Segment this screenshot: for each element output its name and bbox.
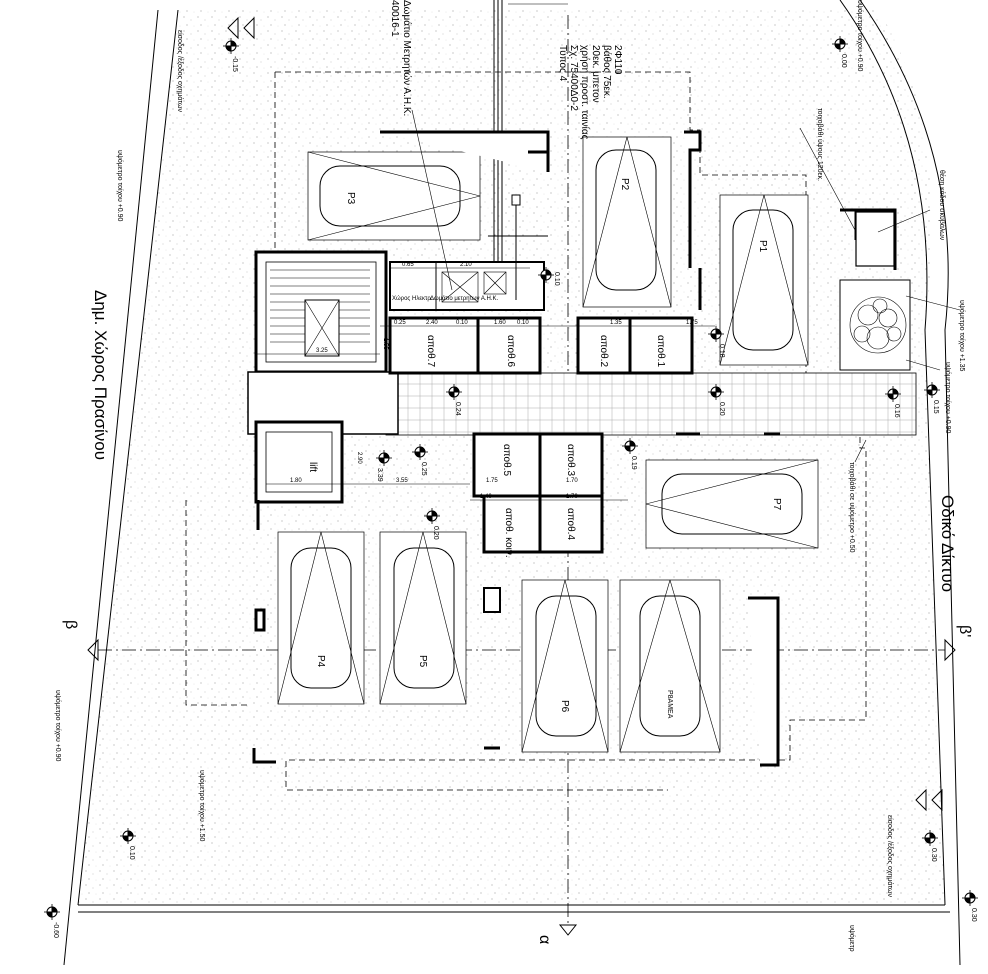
svg-text:0.00: 0.00 xyxy=(840,54,847,68)
parking-label-p2: P2 xyxy=(619,178,630,191)
svg-text:υψόμετρο τοίχου +0.90: υψόμετρο τοίχου +0.90 xyxy=(856,0,864,72)
parking-label-p3: P3 xyxy=(345,192,356,205)
parking-bay-p5 xyxy=(379,531,467,705)
svg-text:0.20: 0.20 xyxy=(432,526,439,540)
svg-text:1.75: 1.75 xyxy=(486,478,498,484)
svg-text:0.24: 0.24 xyxy=(454,402,461,416)
paved-walkway xyxy=(385,372,917,436)
section-a-label: α xyxy=(536,935,553,944)
svg-text:0.20: 0.20 xyxy=(718,402,725,416)
pipe-spec-note: 2Φ110βάθος 75εκ.20εκ. μπετονχρήση προστ.… xyxy=(557,45,623,140)
svg-text:0.25: 0.25 xyxy=(420,462,427,476)
store-common-label: αποθ. κοιν. xyxy=(503,508,514,558)
annotations: Δημ. Χώρος Πρασίνου Οδικό Δίκτυο υψόμετρ… xyxy=(54,0,966,952)
parking-label-p8: P8ΑΜΕΑ xyxy=(666,690,673,719)
svg-text:2.90: 2.90 xyxy=(356,452,362,464)
svg-text:2.10: 2.10 xyxy=(460,262,472,268)
svg-text:3.55: 3.55 xyxy=(396,478,408,484)
svg-text:τοιχοβάθι σε υψόμετρο +0.50: τοιχοβάθι σε υψόμετρο +0.50 xyxy=(848,462,856,553)
meter-room-small-label: Δωμάτιο μετρητων Α.Η.Κ. xyxy=(430,295,499,302)
parking-label-p7: P7 xyxy=(771,498,782,511)
svg-text:1.60: 1.60 xyxy=(494,320,506,326)
svg-text:0.25: 0.25 xyxy=(394,320,406,326)
svg-text:υψόμετρο τοίχου +1.50: υψόμετρο τοίχου +1.50 xyxy=(198,770,206,842)
parking-label-p5: P5 xyxy=(417,655,428,668)
svg-text:0.19: 0.19 xyxy=(630,456,637,470)
svg-text:-0.60: -0.60 xyxy=(52,922,59,938)
parking-bays: P3 P2 P1 P7 P4 P5 P6 P8ΑΜΕΑ xyxy=(277,136,819,753)
svg-text:1.40: 1.40 xyxy=(480,494,492,500)
parking-bay-p8 xyxy=(619,579,721,753)
parking-bay-p3 xyxy=(307,151,481,241)
svg-text:υψόμετρο τοίχου +0.90: υψόμετρο τοίχου +0.90 xyxy=(944,362,952,434)
level-markers xyxy=(44,36,978,920)
svg-text:0.10: 0.10 xyxy=(517,320,529,326)
svg-text:υψόμετρο τοίχου +1.35: υψόμετρο τοίχου +1.35 xyxy=(958,300,966,372)
dimension-strings: 0.25 2.40 0.10 1.60 0.10 1.35 1.75 3.25 … xyxy=(256,262,715,501)
svg-text:0.30: 0.30 xyxy=(930,848,937,862)
road-network-label: Οδικό Δίκτυο xyxy=(938,495,957,592)
svg-text:υψόμετρο τοίχου +0.90: υψόμετρο τοίχου +0.90 xyxy=(116,150,124,222)
svg-text:τοιχοβάθι ύψους 120εκ.: τοιχοβάθι ύψους 120εκ. xyxy=(816,108,824,181)
parking-bay-p7 xyxy=(645,459,819,549)
svg-text:2.40: 2.40 xyxy=(426,320,438,326)
store2-label: αποθ.2 xyxy=(598,335,609,367)
stair-core xyxy=(247,250,399,435)
store5-label: αποθ.5 xyxy=(501,444,512,476)
svg-text:0.10: 0.10 xyxy=(456,320,468,326)
parking-label-p4: P4 xyxy=(315,655,326,668)
storage-row-top: αποθ.7 αποθ.6 αποθ.2 αποθ.1 αποθ.5 αποθ.… xyxy=(388,316,694,558)
svg-text:1.70: 1.70 xyxy=(566,494,578,500)
svg-text:1.75: 1.75 xyxy=(686,320,698,326)
parking-bay-p6 xyxy=(521,579,609,753)
store4-label: αποθ.4 xyxy=(565,508,576,540)
svg-text:-0.15: -0.15 xyxy=(231,56,238,72)
svg-text:υψόμετρ: υψόμετρ xyxy=(848,925,856,952)
svg-text:υψόμετρο τοίχου +0.90: υψόμετρο τοίχου +0.90 xyxy=(54,690,62,762)
store7-label: αποθ.7 xyxy=(425,335,436,367)
svg-text:0.65: 0.65 xyxy=(402,262,414,268)
svg-text:0.10: 0.10 xyxy=(128,846,135,860)
svg-text:0.16: 0.16 xyxy=(893,404,900,418)
store6-label: αποθ.6 xyxy=(505,335,516,367)
meter-room: Χώρος Ηλεκτρ. Δωμάτιο μετρητων Α.Η.Κ. xyxy=(389,194,548,311)
tree-planter xyxy=(839,211,911,371)
svg-text:θέση κάδου σκυβάλων: θέση κάδου σκυβάλων xyxy=(938,170,946,241)
meter-ref-note: 40016-1 xyxy=(389,0,400,37)
parking-label-p6: P6 xyxy=(559,700,570,713)
svg-text:1.55: 1.55 xyxy=(382,338,388,350)
roof-outline xyxy=(185,71,867,791)
level-values: -0.15 0.00 0.10 0.18 0.20 0.16 0.15 0.24… xyxy=(52,54,977,938)
svg-text:0.30: 0.30 xyxy=(970,908,977,922)
svg-text:1.35: 1.35 xyxy=(610,320,622,326)
cable-room-label: Χώρος Ηλεκτρ. xyxy=(392,296,433,302)
svg-text:3.39: 3.39 xyxy=(376,468,383,482)
green-space-label: Δημ. Χώρος Πρασίνου xyxy=(91,290,110,460)
store1-label: αποθ.1 xyxy=(655,335,666,367)
lift-label: lift xyxy=(307,462,318,472)
lift-shaft: lift xyxy=(254,420,344,504)
parking-label-p1: P1 xyxy=(757,240,768,253)
section-b-prime-label: β' xyxy=(956,625,973,637)
svg-text:0.15: 0.15 xyxy=(932,400,939,414)
svg-text:1.70: 1.70 xyxy=(566,478,578,484)
svg-text:3.25: 3.25 xyxy=(316,348,328,354)
svg-text:0.18: 0.18 xyxy=(718,344,725,358)
svg-text:είσοδος /έξοδος οχημάτων: είσοδος /έξοδος οχημάτων xyxy=(176,30,184,112)
section-b-label: β xyxy=(62,620,79,629)
entry-arrows xyxy=(227,16,943,812)
meter-room-note: Δωμάτιο Μετρητών Α.Η.Κ. xyxy=(401,0,413,116)
store3-label: αποθ.3 xyxy=(565,444,576,476)
section-markers: β β' α xyxy=(62,620,973,944)
svg-text:1.80: 1.80 xyxy=(290,478,302,484)
svg-text:είσοδος /έξοδος οχημάτων: είσοδος /έξοδος οχημάτων xyxy=(886,815,894,897)
svg-text:0.10: 0.10 xyxy=(553,272,560,286)
